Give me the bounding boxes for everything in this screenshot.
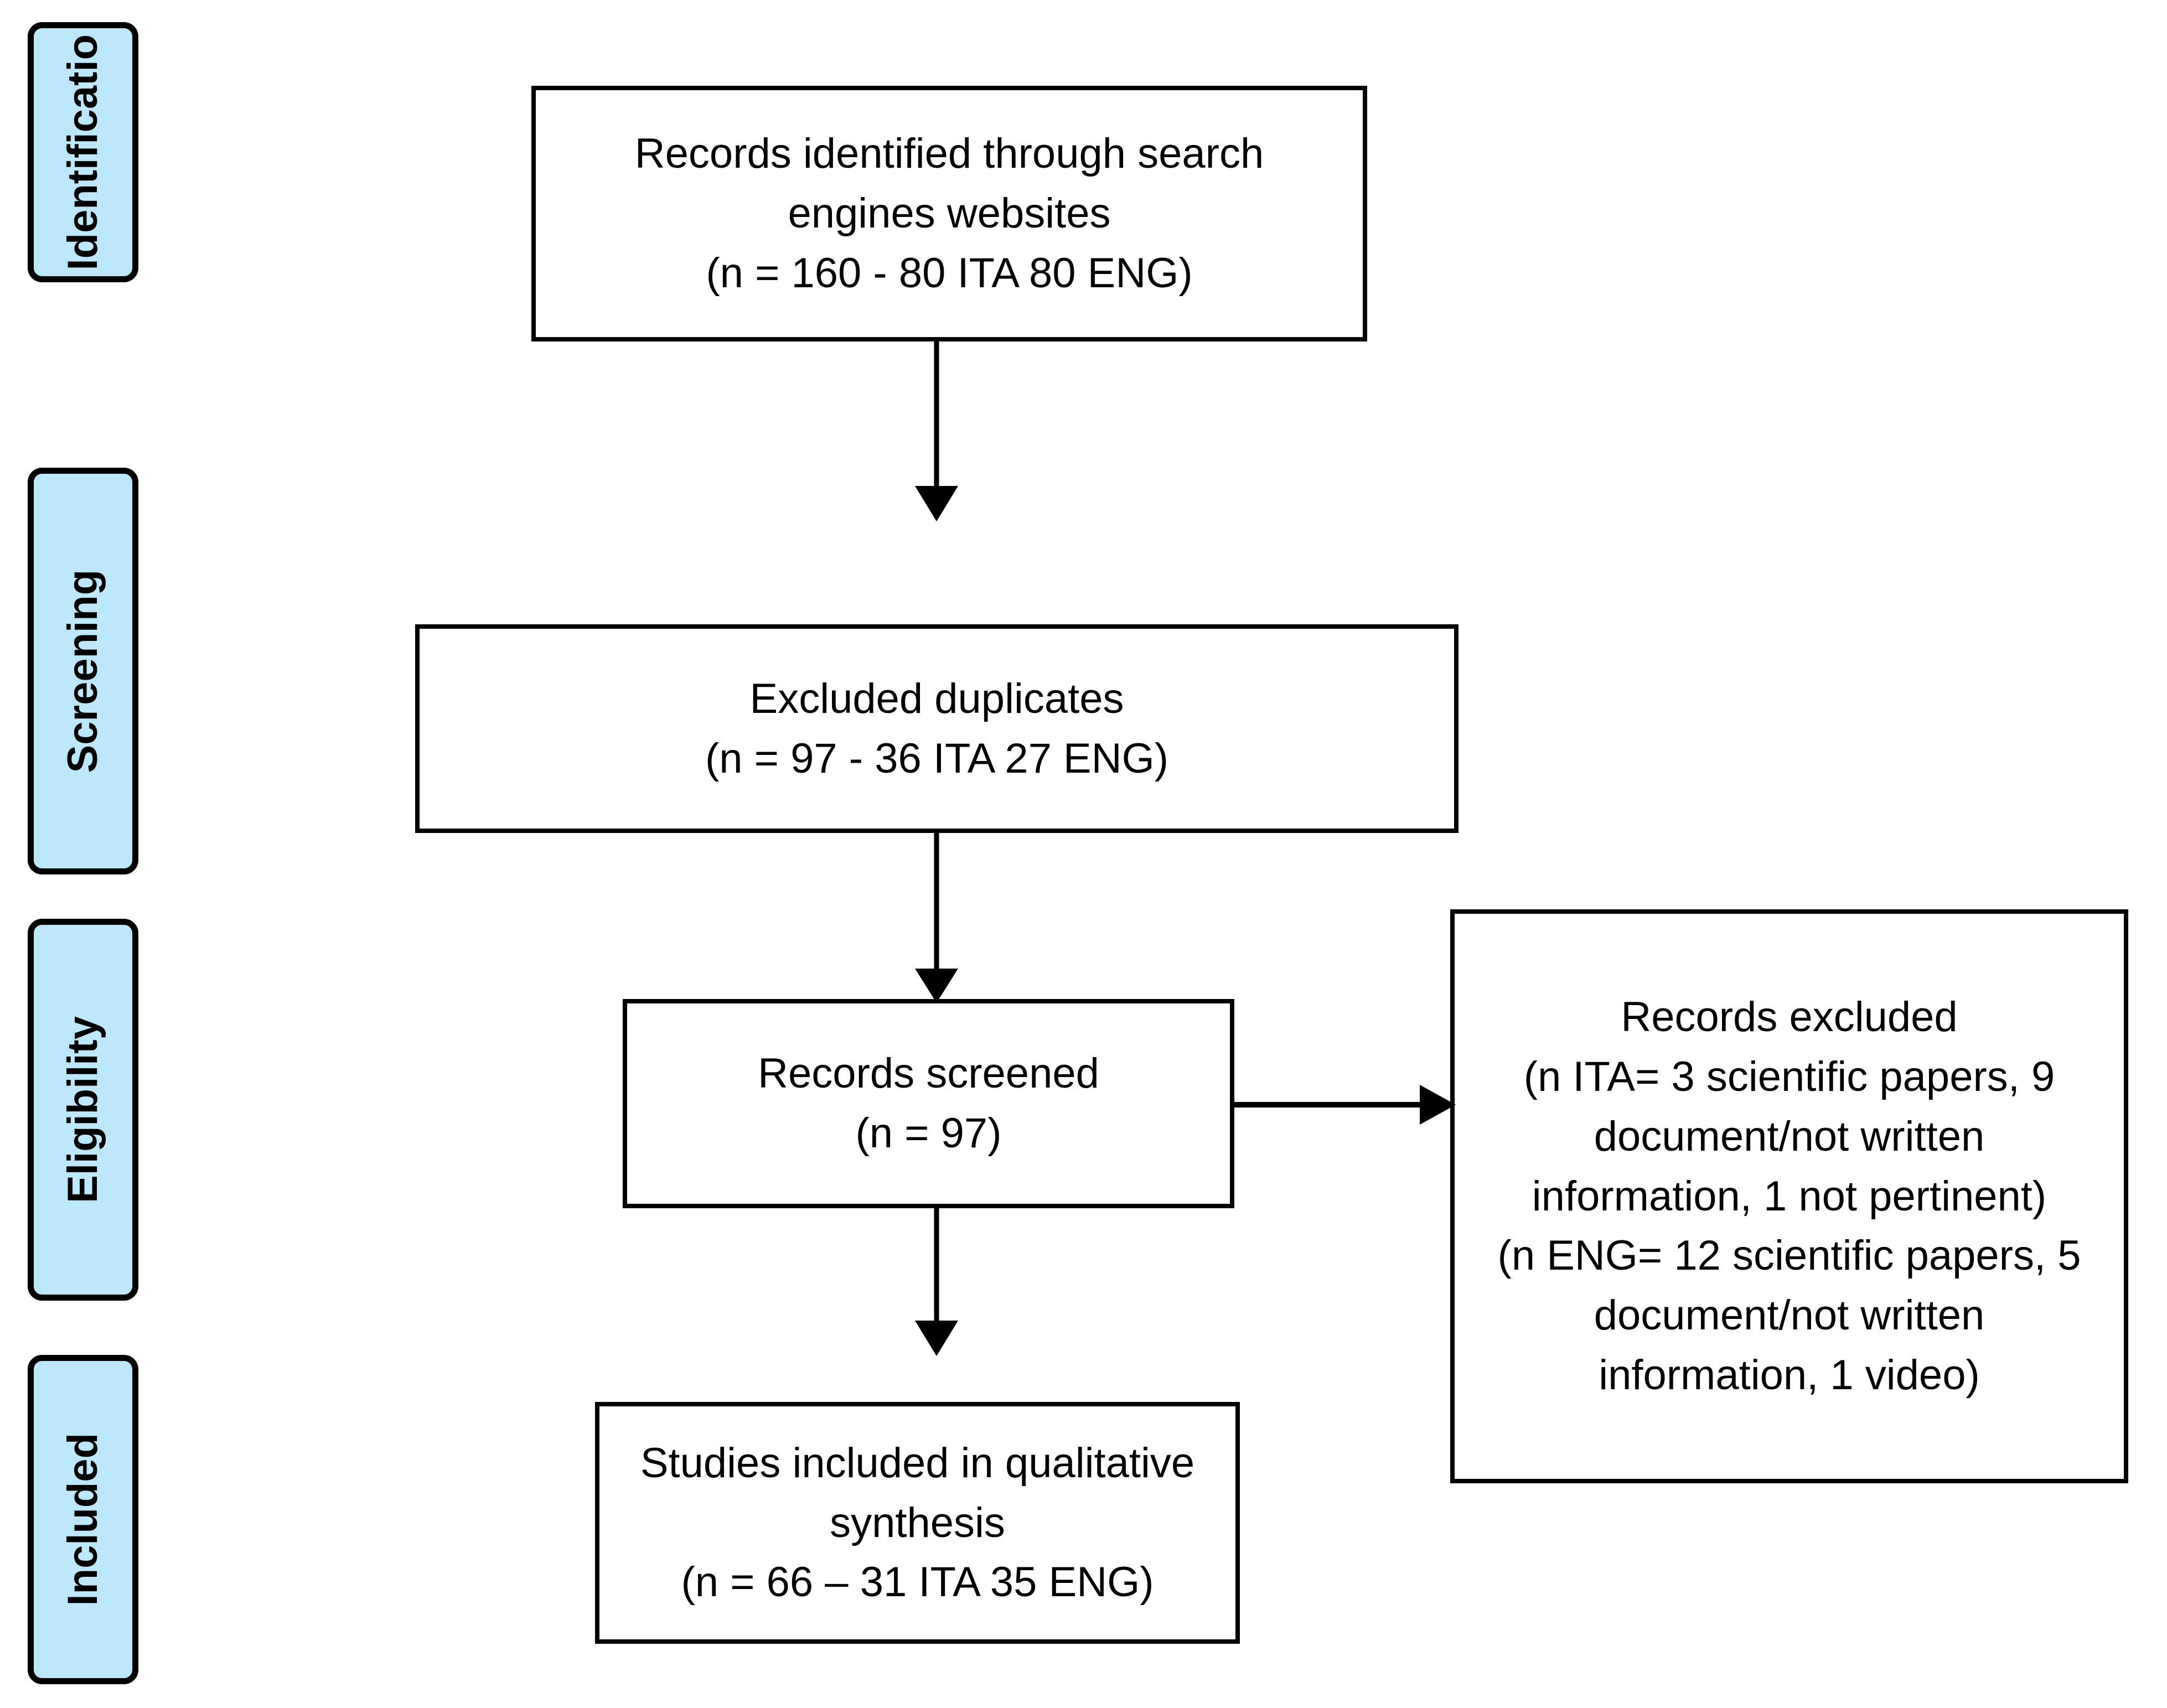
stage-pill-eligibility: Eligibility (28, 919, 138, 1301)
arrow-identified-to-duplicates (897, 339, 980, 521)
box-records-screened-text: Records screened (n = 97) (758, 1050, 1099, 1157)
arrow-duplicates-to-screened (897, 830, 980, 1003)
stage-label-included: Included (59, 1433, 106, 1606)
box-records-identified: Records identified through search engine… (531, 86, 1367, 341)
arrow-screened-to-excluded (1230, 1078, 1457, 1131)
stage-label-eligibility: Eligibility (59, 1016, 106, 1203)
arrow-screened-to-included (897, 1207, 980, 1356)
stage-pill-included: Included (28, 1355, 138, 1684)
box-records-screened: Records screened (n = 97) (623, 999, 1234, 1208)
box-records-identified-text: Records identified through search engine… (634, 130, 1264, 297)
stage-pill-identification: Identificatio (28, 22, 138, 282)
stage-pill-screening: Screening (28, 468, 138, 874)
box-records-excluded: Records excluded (n ITA= 3 scientific pa… (1450, 909, 2128, 1483)
box-studies-included: Studies included in qualitative synthesi… (595, 1402, 1240, 1644)
box-studies-included-text: Studies included in qualitative synthesi… (640, 1439, 1195, 1606)
box-records-excluded-text: Records excluded (n ITA= 3 scientific pa… (1497, 993, 2081, 1399)
box-excluded-duplicates: Excluded duplicates (n = 97 - 36 ITA 27 … (415, 624, 1459, 833)
stage-label-identification: Identificatio (59, 34, 106, 271)
stage-label-screening: Screening (59, 569, 106, 773)
box-excluded-duplicates-text: Excluded duplicates (n = 97 - 36 ITA 27 … (705, 675, 1169, 782)
